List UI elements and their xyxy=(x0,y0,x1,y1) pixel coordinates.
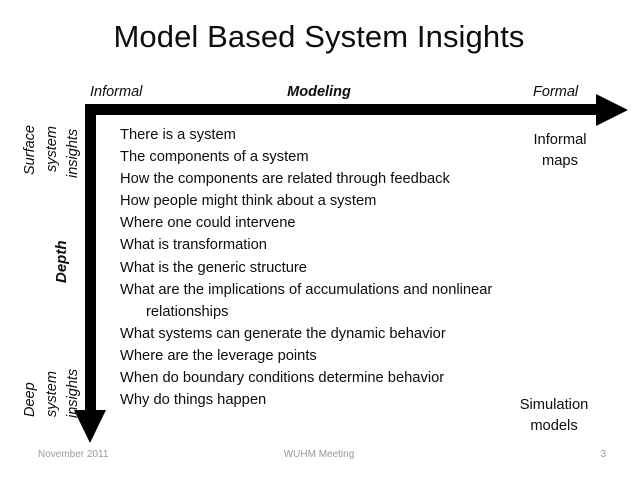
side-note-informal-maps-line-1: Informal xyxy=(533,132,587,148)
side-note-simulation-models: Simulation models xyxy=(489,395,619,437)
vertical-label-surface-insights: insights xyxy=(65,128,81,178)
slide-footer: November 2011 WUHM Meeting 3 xyxy=(0,448,638,466)
list-item: How people might think about a system xyxy=(120,193,377,210)
vertical-label-deep-system: system xyxy=(44,371,60,417)
side-note-simulation-models-line-2: models xyxy=(530,418,578,434)
vertical-axis-name-depth: Depth xyxy=(53,240,70,284)
list-item: When do boundary conditions determine be… xyxy=(120,370,445,387)
list-item: What is the generic structure xyxy=(120,259,307,276)
list-item: Where one could intervene xyxy=(120,215,296,232)
list-item: Where are the leverage points xyxy=(120,347,317,364)
vertical-label-surface-system: system xyxy=(44,126,60,172)
list-item: How the components are related through f… xyxy=(120,171,450,188)
side-note-informal-maps: Informal maps xyxy=(495,130,625,172)
vertical-axis-arrowhead-icon xyxy=(74,410,106,443)
list-item: What are the implications of accumulatio… xyxy=(120,281,493,320)
footer-page-number: 3 xyxy=(600,449,606,460)
vertical-axis-arrow-shaft xyxy=(85,104,96,415)
axis-label-modeling: Modeling xyxy=(287,84,351,100)
footer-date: November 2011 xyxy=(38,449,109,460)
axis-label-informal: Informal xyxy=(90,84,143,100)
list-item: The components of a system xyxy=(120,149,309,166)
axis-label-formal: Formal xyxy=(533,84,579,100)
vertical-label-deep: Deep xyxy=(22,382,38,417)
side-note-simulation-models-line-1: Simulation xyxy=(519,397,589,413)
list-item: Why do things happen xyxy=(120,392,267,409)
side-note-informal-maps-line-2: maps xyxy=(542,153,578,169)
vertical-label-deep-insights: insights xyxy=(65,368,81,418)
vertical-label-surface: Surface xyxy=(22,125,38,175)
horizontal-axis-arrowhead-icon xyxy=(596,94,628,126)
horizontal-axis-arrow-shaft xyxy=(85,104,599,115)
page-title: Model Based System Insights xyxy=(113,19,525,54)
footer-meeting-name: WUHM Meeting xyxy=(283,449,355,460)
list-item: What systems can generate the dynamic be… xyxy=(120,325,446,342)
list-item: What is transformation xyxy=(120,237,267,254)
list-item: There is a system xyxy=(120,127,236,143)
